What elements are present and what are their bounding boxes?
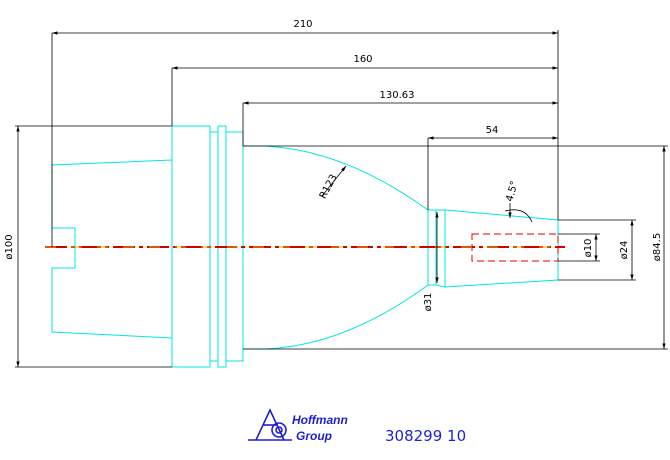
dim-r123: R123	[318, 173, 340, 201]
hoffmann-logo-icon	[248, 408, 292, 441]
dim-210: 210	[293, 19, 312, 30]
nose-cone	[435, 209, 559, 288]
logo-line2: Group	[296, 429, 332, 443]
hoffmann-logo: Hoffmann Group 308299 10	[248, 408, 466, 445]
dim-dia10: ø10	[583, 239, 594, 258]
dim-160: 160	[353, 54, 372, 65]
dimension-lines	[15, 30, 668, 368]
dim-dia24: ø24	[619, 241, 630, 260]
dim-dia100: ø100	[4, 234, 15, 259]
logo-line1: Hoffmann	[292, 413, 348, 427]
dim-angle: 4.5°	[505, 180, 521, 203]
dim-dia84-5: ø84.5	[652, 233, 663, 261]
dim-dia31: ø31	[423, 293, 434, 312]
dim-54: 54	[486, 125, 499, 136]
dimension-labels: 210 160 130.63 54 R123 4.5° ø100 ø84.5 ø…	[4, 19, 663, 311]
taper-shank	[51, 159, 173, 339]
radius-leader	[321, 165, 347, 197]
part-number: 308299 10	[385, 427, 466, 445]
dim-130-63: 130.63	[380, 90, 415, 101]
